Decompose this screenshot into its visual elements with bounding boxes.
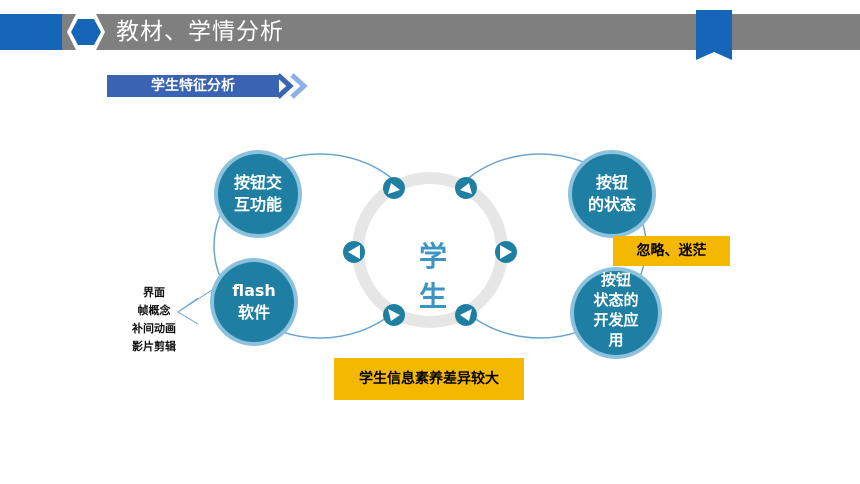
arrow-circle-icon xyxy=(455,304,477,326)
arrow-circle-icon xyxy=(343,241,365,263)
arrow-circle-icon xyxy=(495,241,517,263)
hexagon-icon xyxy=(67,14,105,50)
note-line: 影片剪辑 xyxy=(132,340,176,353)
feature-note: 界面 帧概念 补间动画 影片剪辑 xyxy=(118,284,190,356)
double-chevron-icon xyxy=(276,73,308,99)
center-label: 学 生 xyxy=(418,240,461,313)
arrow-circle-icon xyxy=(455,177,477,199)
section-tag-label: 学生特征分析 xyxy=(151,78,235,94)
page-title: 教材、学情分析 xyxy=(116,19,284,45)
callout-confused: 忽略、迷茫 xyxy=(613,236,730,266)
arrow-circle-icon xyxy=(383,177,405,199)
note-line: 补间动画 xyxy=(132,322,176,335)
node-bottom-right xyxy=(570,267,662,359)
arrow-circle-icon xyxy=(383,304,405,326)
note-line: 界面 xyxy=(143,286,165,299)
section-tag-bar xyxy=(107,75,279,97)
note-line: 帧概念 xyxy=(137,304,171,317)
callout-literacy-gap: 学生信息素养差异较大 xyxy=(334,358,524,400)
node-label-button-state: 按钮 的状态 xyxy=(587,173,636,214)
node-top-right xyxy=(568,150,656,238)
node-label-state-dev: 按钮 状态的 开发应 用 xyxy=(593,271,639,349)
header-accent-block xyxy=(0,14,62,50)
node-label-interaction: 按钮交 互功能 xyxy=(233,173,282,214)
bookmark-tab-icon xyxy=(696,10,732,60)
node-bottom-left xyxy=(210,258,298,346)
node-label-flash: flash 软件 xyxy=(232,281,276,322)
node-top-left xyxy=(214,150,302,238)
